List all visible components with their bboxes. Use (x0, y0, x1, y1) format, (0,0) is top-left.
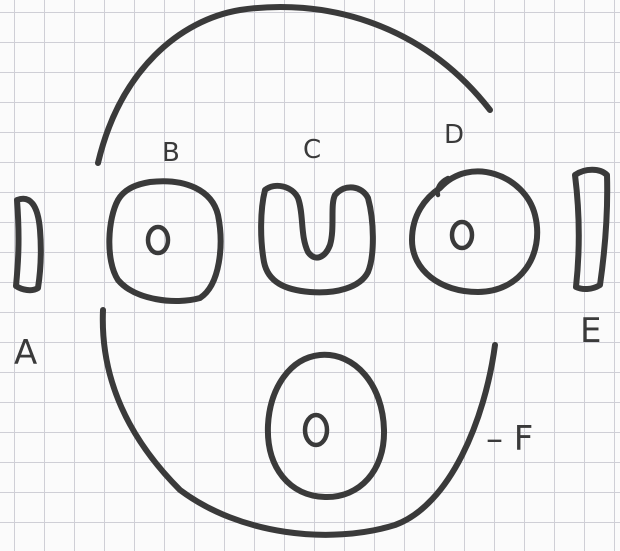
shape-d (412, 171, 537, 292)
shape-b (109, 181, 220, 301)
shape-b-inner-o (148, 227, 168, 253)
label-b: B (162, 140, 180, 166)
label-d: D (444, 122, 464, 148)
bottom-arc (103, 310, 495, 535)
label-f: – F (486, 422, 533, 456)
shape-c (261, 186, 373, 293)
top-arc (98, 7, 490, 163)
bracket-a (16, 199, 41, 290)
bracket-e (575, 170, 607, 289)
shape-d-inner-o (452, 222, 472, 248)
label-c: C (303, 137, 321, 163)
label-a: A (14, 336, 37, 370)
shape-f-inner-o (305, 415, 327, 445)
label-e: E (580, 314, 601, 348)
